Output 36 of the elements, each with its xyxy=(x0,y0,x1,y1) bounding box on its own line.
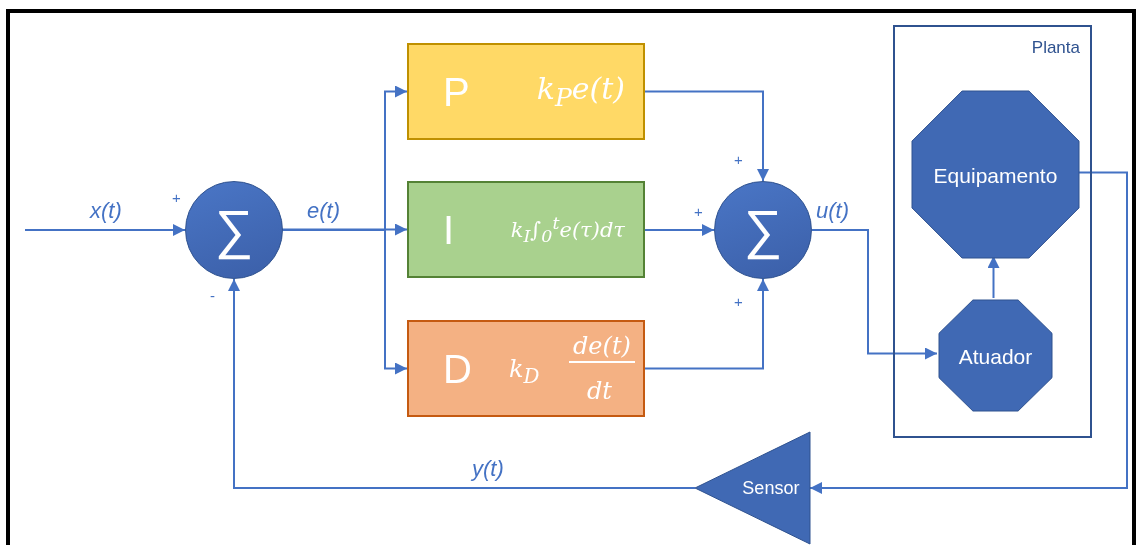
arrow xyxy=(228,278,696,489)
edge-label: y(t) xyxy=(470,457,506,482)
block-letter: D xyxy=(443,348,472,389)
octagon-block xyxy=(939,300,1052,411)
arrow xyxy=(644,90,769,182)
arrow xyxy=(811,229,938,360)
block-label: Sensor xyxy=(742,479,800,497)
sign-label: + xyxy=(694,204,703,219)
formula: k$_{P}$e(t) xyxy=(536,73,625,110)
sign-label: + xyxy=(734,294,743,309)
formula: k$_{I}$∫$_{0}$$^{t}$e(τ)dτ xyxy=(510,214,625,245)
triangle-block xyxy=(695,432,810,544)
octagon-block xyxy=(912,91,1079,258)
sign-label: + xyxy=(734,152,743,167)
arrow xyxy=(644,278,769,370)
arrow xyxy=(282,229,408,375)
formula: dt xyxy=(587,379,612,403)
block-label: Atuador xyxy=(958,345,1033,366)
arrow xyxy=(644,224,715,236)
group-title: Planta xyxy=(1031,39,1080,56)
block-letter: P xyxy=(443,71,470,112)
formula: de(t) xyxy=(569,334,635,363)
block-letter: I xyxy=(443,209,455,250)
integral-block xyxy=(407,181,645,278)
formula: k$_{D}$ xyxy=(509,357,540,386)
sign-label: - xyxy=(210,288,215,303)
block-label: Equipamento xyxy=(933,164,1058,185)
edge-label: x(t) xyxy=(88,199,124,224)
plant-boundary xyxy=(893,25,1092,438)
edge-label: u(t) xyxy=(814,199,851,224)
arrow xyxy=(24,224,186,236)
derivative-block xyxy=(407,320,645,417)
proportional-block xyxy=(407,43,645,140)
sign-label: + xyxy=(172,190,181,205)
arrow xyxy=(809,171,1128,494)
edge-label: e(t) xyxy=(305,199,342,224)
